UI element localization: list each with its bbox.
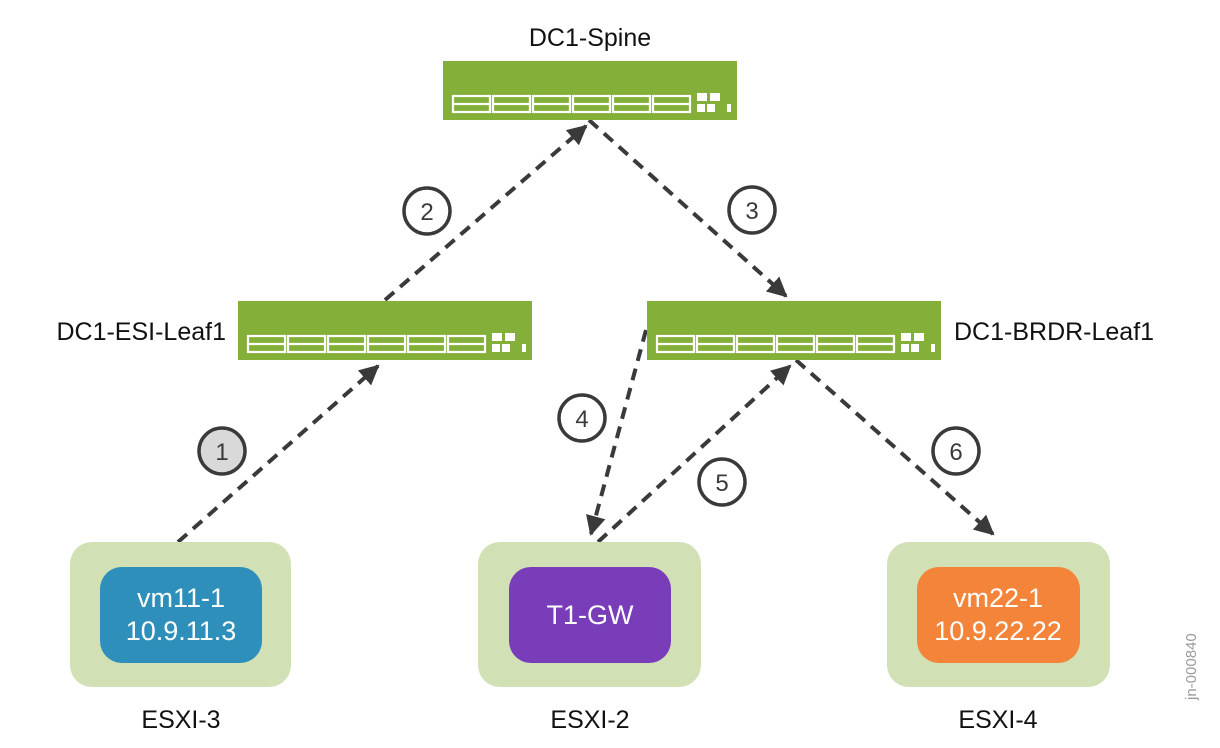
switch-esi-leaf1: DC1-ESI-Leaf1	[56, 301, 532, 360]
switch-label: DC1-ESI-Leaf1	[56, 318, 226, 346]
step-marker-3: 3	[727, 185, 777, 235]
step-circle	[557, 393, 607, 443]
step-circle	[697, 457, 747, 507]
step-number: 2	[420, 199, 433, 226]
step-number: 3	[745, 198, 758, 225]
switch-led	[931, 344, 935, 352]
flow-arrow-step-4	[586, 329, 648, 536]
flow-arrow-step-6	[794, 358, 995, 536]
switch-spine: DC1-Spine	[443, 24, 737, 120]
vm-name: vm11-1	[137, 583, 225, 613]
host-label: ESXI-2	[550, 706, 629, 734]
switch-led	[522, 344, 526, 352]
host-esxi4: vm22-1 10.9.22.22 ESXI-4	[887, 542, 1110, 734]
step-marker-2: 2	[402, 186, 452, 236]
switch-led	[697, 104, 705, 112]
vm-name: vm22-1	[953, 583, 1043, 613]
network-switch-icon	[443, 61, 737, 120]
step-circle	[402, 186, 452, 236]
step-number: 6	[949, 439, 962, 466]
switch-led	[911, 344, 919, 352]
step-number: 5	[715, 470, 728, 497]
vm-ip: 10.9.22.22	[934, 616, 1062, 646]
switch-label: DC1-Spine	[529, 24, 651, 52]
flow-arrow-step-3	[587, 118, 788, 298]
step-marker-6: 6	[931, 426, 981, 476]
switch-led	[901, 344, 909, 352]
switch-led	[901, 333, 911, 341]
step-circle	[727, 185, 777, 235]
host-label: ESXI-4	[958, 706, 1037, 734]
figure-id: jn-000840	[1183, 633, 1200, 701]
switch-led	[492, 344, 500, 352]
flow-arrow-step-5	[596, 364, 792, 544]
flow-arrow-step-2	[383, 124, 588, 302]
vm-ip: 10.9.11.3	[126, 616, 237, 646]
step-circle	[197, 426, 247, 476]
vm-name: T1-GW	[547, 600, 635, 630]
vm-box	[917, 567, 1080, 663]
switch-led	[914, 333, 924, 341]
host-label: ESXI-3	[141, 706, 220, 734]
switch-led	[492, 333, 502, 341]
step-number: 4	[575, 406, 588, 433]
step-marker-4: 4	[557, 393, 607, 443]
switch-led	[697, 93, 707, 101]
switch-led	[502, 344, 510, 352]
switch-led	[710, 93, 720, 101]
host-esxi2: T1-GW ESXI-2	[478, 542, 701, 734]
host-esxi3: vm11-1 10.9.11.3 ESXI-3	[70, 542, 291, 734]
vm-box	[100, 567, 262, 663]
switch-led	[727, 104, 731, 112]
step-marker-5: 5	[697, 457, 747, 507]
switch-brdr-leaf1: DC1-BRDR-Leaf1	[647, 301, 1154, 360]
step-marker-1: 1	[197, 426, 247, 476]
step-number: 1	[215, 439, 228, 466]
network-switch-icon	[647, 301, 941, 360]
flow-arrows	[176, 118, 995, 544]
flow-arrow-step-1	[176, 364, 380, 544]
switch-led	[505, 333, 515, 341]
step-circle	[931, 426, 981, 476]
switch-led	[707, 104, 715, 112]
vm-box	[509, 567, 671, 663]
switch-label: DC1-BRDR-Leaf1	[954, 318, 1154, 346]
network-switch-icon	[238, 301, 532, 360]
